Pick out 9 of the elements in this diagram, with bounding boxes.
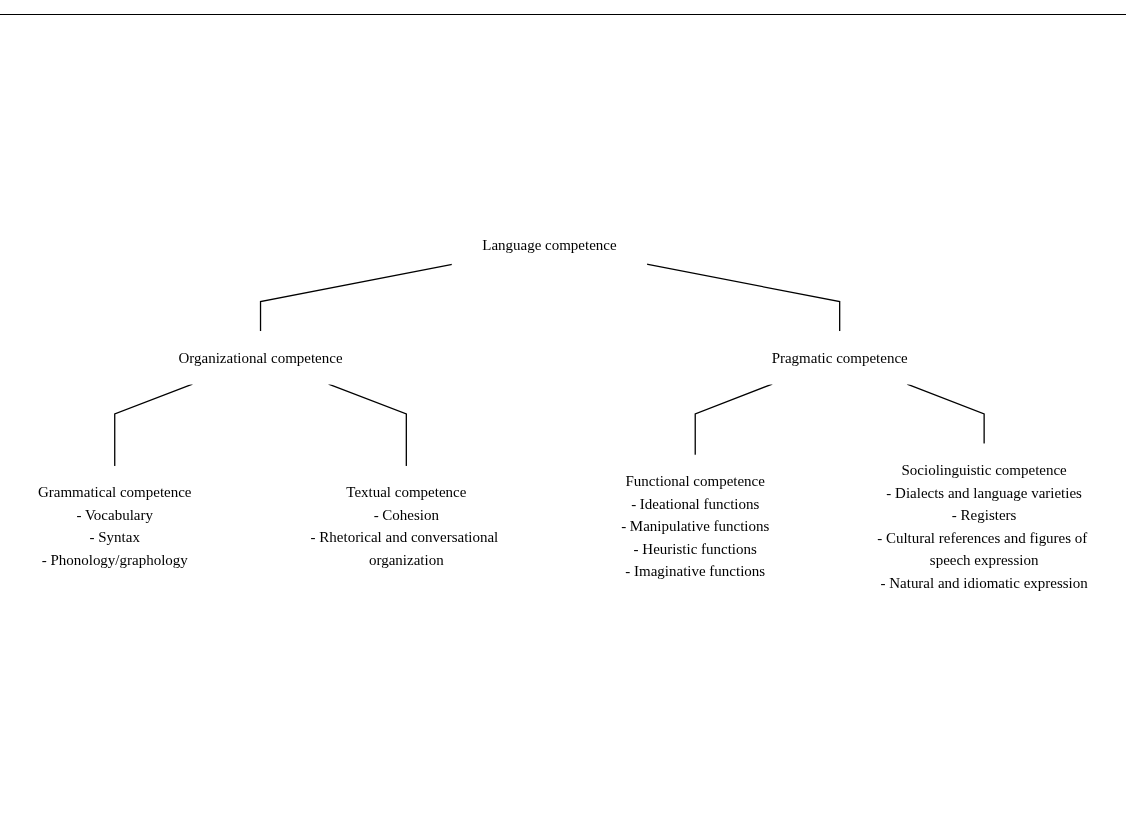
node-text: Functional competence - Ideational functions - Manipulative functions - Heuristic functions - Imaginative functions [621, 473, 770, 580]
node-text: Textual competence - Cohesion - Rhetorical and conversational organization [310, 484, 499, 568]
node-text: Sociolinguistic competence - Dialects and language varieties - Registers - Cultural references and figures of speech expression - Natural and idiomatic expression [877, 461, 1088, 591]
connector [645, 263, 841, 333]
node-text: Organizational competence [178, 349, 343, 366]
node-text: Grammatical competence - Vocabulary - Syntax - Phonology/graphology [37, 484, 192, 568]
node-text: Language competence [482, 237, 617, 254]
connector [259, 263, 453, 333]
node-text: Pragmatic competence [771, 349, 908, 366]
